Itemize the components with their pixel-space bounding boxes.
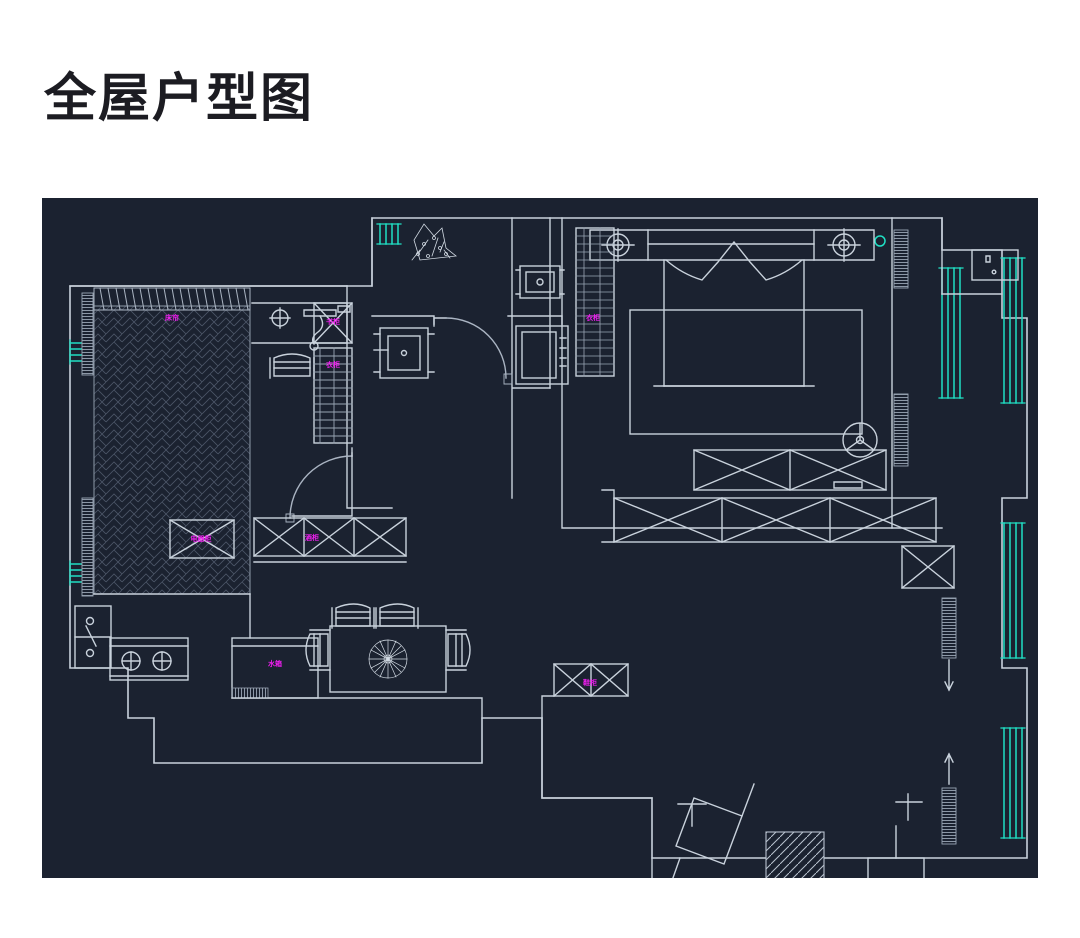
label-bookcase: 书柜: [326, 317, 340, 326]
label-shoe-cabinet: 鞋柜: [583, 678, 597, 687]
label-wardrobe-master: 衣柜: [586, 313, 600, 322]
label-wine-cabinet: 酒柜: [305, 533, 319, 542]
label-wardrobe-study: 衣柜: [326, 360, 340, 369]
floor-plan-svg: 床帘 书柜 衣柜 衣柜 电器柜 酒柜 水箱 鞋柜: [42, 198, 1038, 878]
windows: [69, 223, 1026, 839]
label-appliance-cabinet: 电器柜: [191, 534, 212, 543]
plan-geometry: [69, 217, 1028, 878]
page-title: 全屋户型图: [44, 69, 315, 129]
label-bed-curtain: 床帘: [165, 313, 179, 322]
floor-plan-image: 床帘 书柜 衣柜 衣柜 电器柜 酒柜 水箱 鞋柜: [42, 198, 1038, 878]
plant-motif: [411, 223, 458, 261]
cad-labels: 床帘 书柜 衣柜 衣柜 电器柜 酒柜 水箱 鞋柜: [165, 313, 600, 687]
label-water-tank: 水箱: [268, 659, 282, 668]
